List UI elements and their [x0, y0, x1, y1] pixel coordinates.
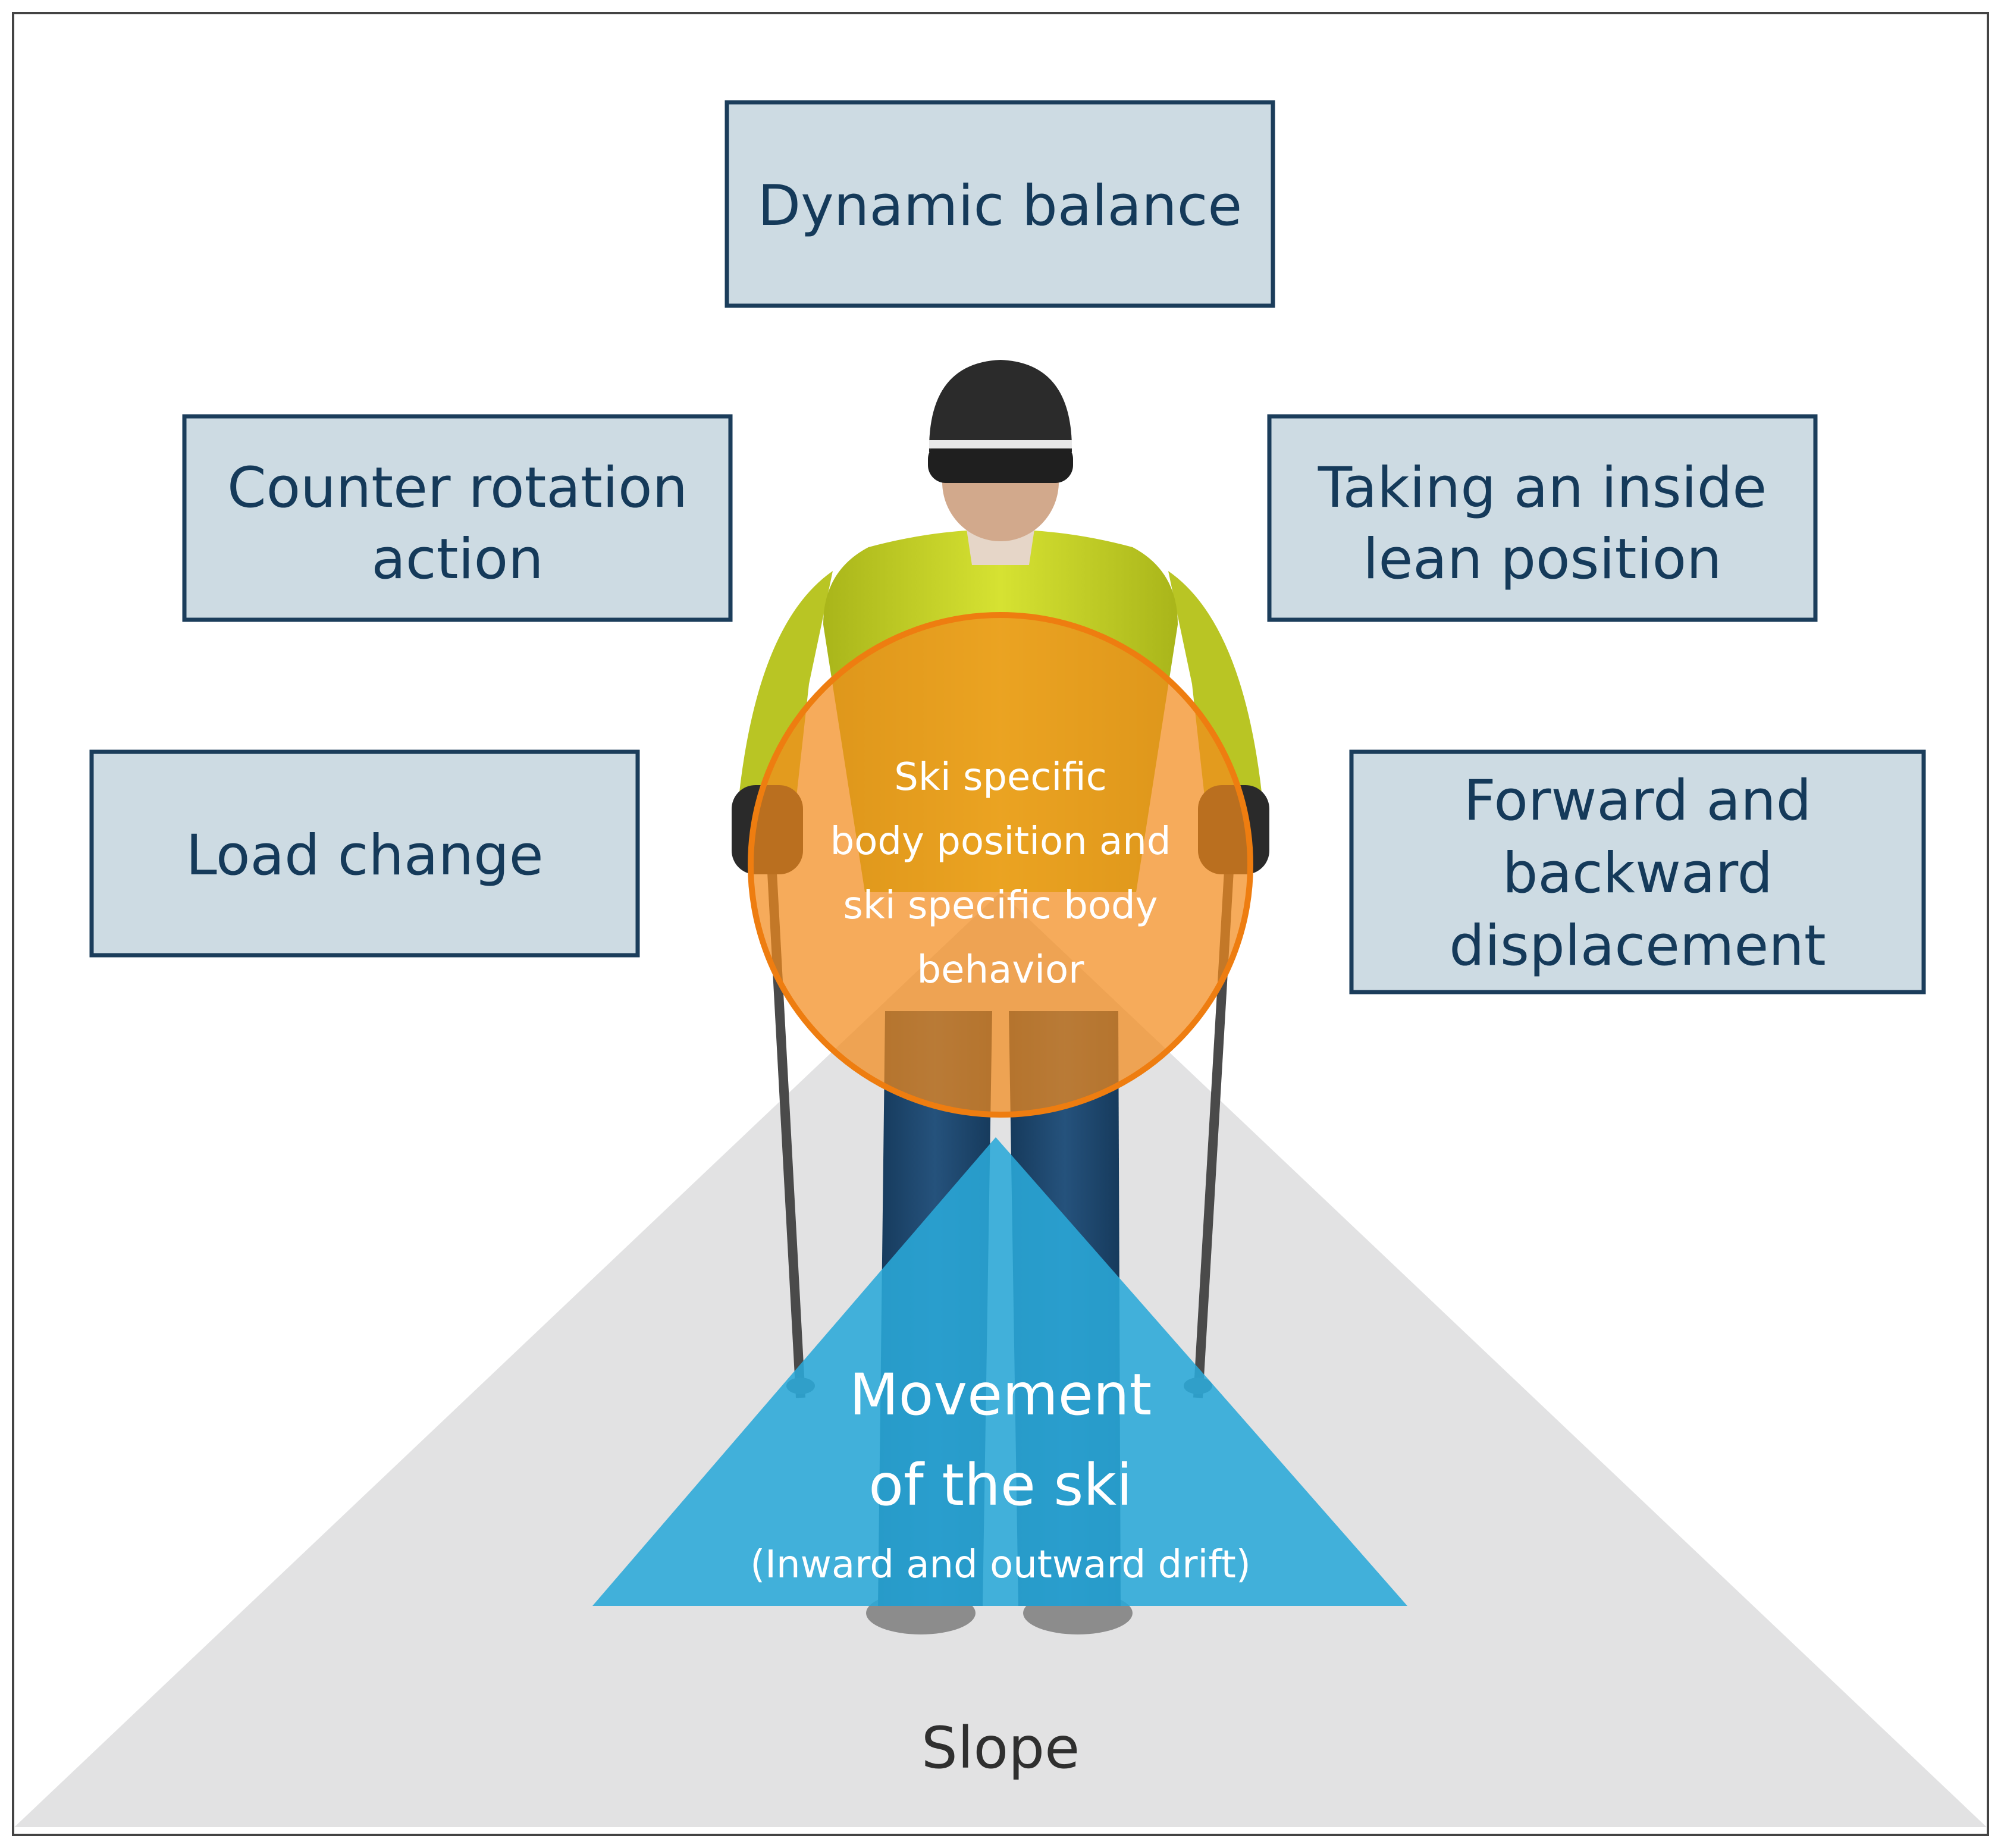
left-arm: [738, 571, 833, 845]
ski-specific-body-circle: [748, 612, 1253, 1118]
helmet: [929, 360, 1072, 452]
circle-label-line-1: Ski specific: [894, 755, 1107, 799]
triangle-label-line-1: Movement: [849, 1361, 1152, 1428]
triangle-label-line-3: (Inward and outward drift): [750, 1543, 1251, 1587]
circle-label-line-4: behavior: [917, 948, 1085, 992]
load-change-label: Load change: [186, 823, 543, 888]
counter-rotation-label-line-2: action: [371, 527, 543, 592]
triangle-label-line-2: of the ski: [868, 1452, 1132, 1518]
circle-label: Ski specific body position and ski speci…: [830, 755, 1171, 992]
inside-lean-label-line-2: lean position: [1363, 527, 1721, 592]
inside-lean-box: Taking an inside lean position: [1267, 414, 1818, 622]
forward-backward-label-line-1: Forward and: [1464, 768, 1812, 833]
counter-rotation-label-line-1: Counter rotation: [227, 456, 688, 520]
goggle-strap: [929, 440, 1072, 448]
counter-rotation-box: Counter rotation action: [182, 414, 733, 622]
forward-backward-label-line-3: displacement: [1449, 914, 1826, 978]
circle-label-line-3: ski specific body: [843, 884, 1158, 928]
dynamic-balance-box: Dynamic balance: [724, 100, 1275, 308]
load-change-box: Load change: [89, 749, 640, 958]
inside-lean-label-line-1: Taking an inside: [1318, 456, 1767, 520]
slope-label: Slope: [921, 1715, 1080, 1781]
ski-movement-triangle: [592, 1137, 1407, 1606]
right-arm: [1168, 571, 1263, 845]
goggles: [928, 441, 1073, 483]
forward-backward-box: Forward and backward displacement: [1349, 749, 1926, 994]
circle-label-line-2: body position and: [830, 820, 1171, 864]
forward-backward-label-line-2: backward: [1503, 841, 1773, 906]
dynamic-balance-label: Dynamic balance: [758, 174, 1243, 239]
